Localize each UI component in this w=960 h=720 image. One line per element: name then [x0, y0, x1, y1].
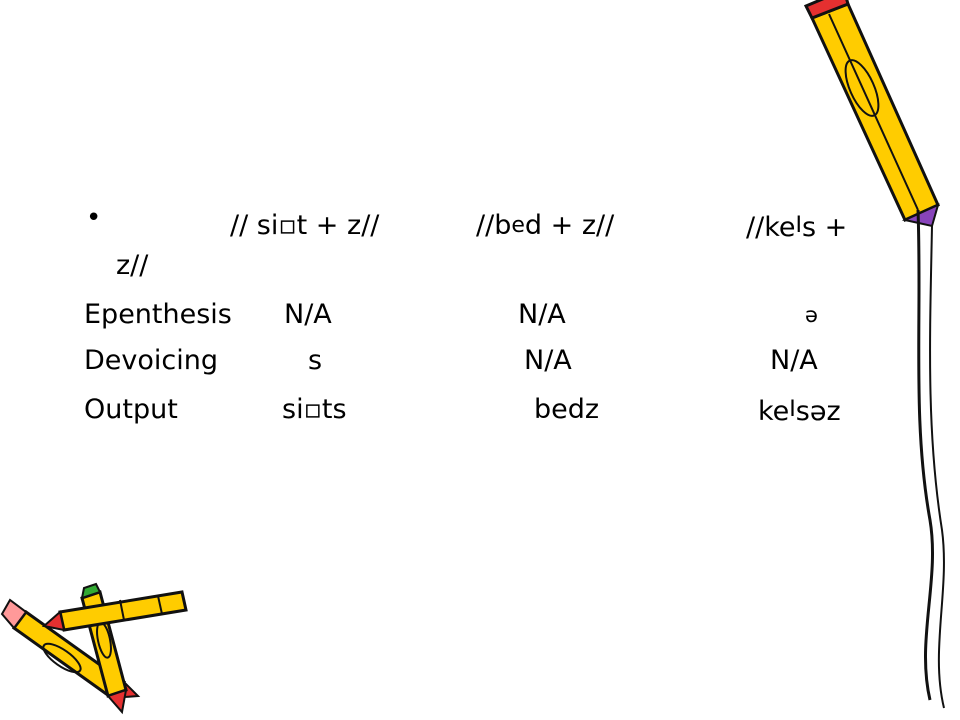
row-label-devoicing: Devoicing	[84, 345, 218, 376]
row-label-output: Output	[84, 394, 178, 425]
row-output-col1: si▫ts	[282, 394, 347, 425]
row-output-col3: keIsəz	[758, 396, 841, 427]
row-devoicing-col1: s	[308, 345, 323, 376]
pencil-icon	[803, 0, 945, 709]
header-col2: //bed + z//	[476, 210, 615, 241]
pencil-icon	[41, 590, 188, 632]
header-continuation: z//	[116, 250, 149, 281]
row-epenthesis-col3: ə	[805, 303, 818, 327]
bullet-marker: •	[86, 203, 102, 233]
row-epenthesis-col1: N/A	[284, 299, 332, 330]
row-label-epenthesis: Epenthesis	[84, 299, 232, 330]
row-epenthesis-col2: N/A	[518, 299, 566, 330]
row-output-col3-glyph: I	[789, 397, 796, 422]
header-col3: //keIs +	[746, 212, 848, 243]
header-col1: // si▫t + z//	[230, 210, 380, 241]
row-output-col2: bedz	[534, 394, 600, 425]
header-col2-glyph: e	[511, 213, 525, 238]
row-devoicing-col2: N/A	[524, 345, 572, 376]
row-devoicing-col3: N/A	[770, 345, 818, 376]
pencil-icon	[0, 598, 141, 701]
header-col3-glyph: I	[795, 213, 802, 238]
